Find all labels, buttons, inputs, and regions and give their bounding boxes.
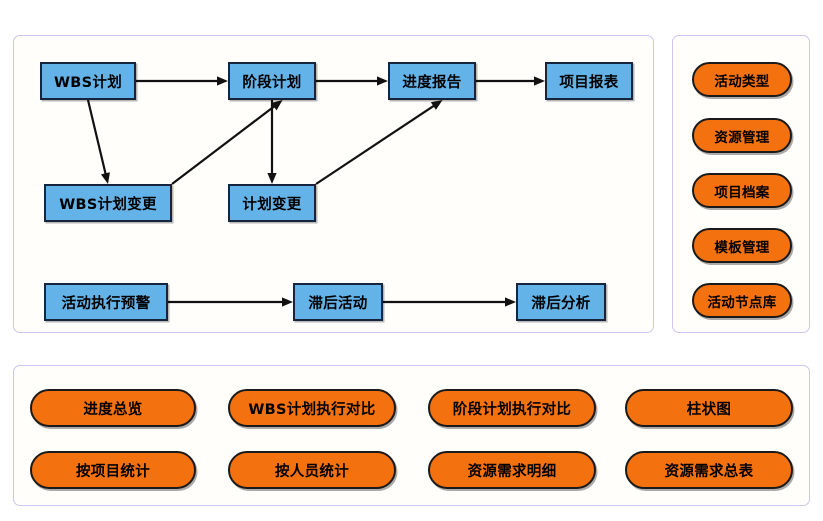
- flow-node-project-report[interactable]: 项目报表: [545, 62, 633, 100]
- report-button-5[interactable]: 按人员统计: [228, 451, 396, 489]
- report-button-6[interactable]: 资源需求明细: [428, 451, 596, 489]
- side-button-0[interactable]: 活动类型: [692, 62, 792, 97]
- report-button-0[interactable]: 进度总览: [30, 389, 196, 427]
- flow-node-delay-analysis[interactable]: 滞后分析: [516, 283, 606, 321]
- report-button-7[interactable]: 资源需求总表: [625, 451, 793, 489]
- side-button-1[interactable]: 资源管理: [692, 118, 792, 153]
- report-button-4[interactable]: 按项目统计: [30, 451, 196, 489]
- side-button-3[interactable]: 模板管理: [692, 228, 792, 263]
- flow-node-wbs-plan-change[interactable]: WBS计划变更: [44, 184, 172, 222]
- flow-node-stage-plan[interactable]: 阶段计划: [228, 62, 316, 100]
- flow-node-plan-change[interactable]: 计划变更: [228, 184, 316, 222]
- flow-node-activity-alert[interactable]: 活动执行预警: [44, 283, 168, 321]
- side-button-4[interactable]: 活动节点库: [692, 283, 792, 318]
- report-button-2[interactable]: 阶段计划执行对比: [428, 389, 596, 427]
- report-button-1[interactable]: WBS计划执行对比: [228, 389, 396, 427]
- report-button-3[interactable]: 柱状图: [625, 389, 793, 427]
- flow-node-progress-report[interactable]: 进度报告: [388, 62, 476, 100]
- side-button-2[interactable]: 项目档案: [692, 173, 792, 208]
- flow-node-wbs-plan[interactable]: WBS计划: [40, 62, 136, 100]
- flow-node-delayed-activity[interactable]: 滞后活动: [293, 283, 383, 321]
